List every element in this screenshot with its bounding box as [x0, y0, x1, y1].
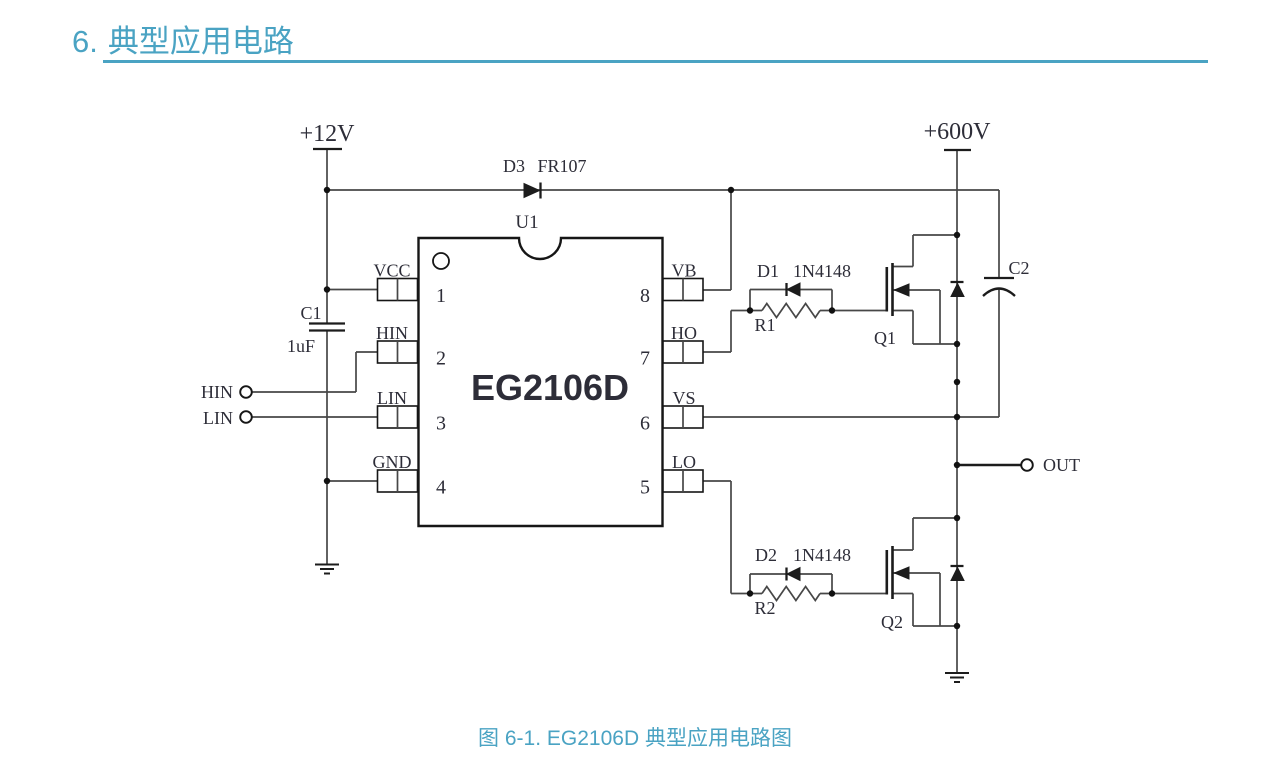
junction-dots: [323, 186, 961, 630]
pin-name-gnd: GND: [373, 452, 412, 472]
d2-value-label: 1N4148: [793, 545, 851, 565]
q2-ref-label: Q2: [881, 612, 903, 632]
mosfet-q1-symbol: [885, 263, 910, 316]
diode-d2-triangle: [785, 566, 801, 582]
pin-name-lo: LO: [672, 452, 696, 472]
r2-ref-label: R2: [754, 598, 775, 618]
pin-number-8: 8: [640, 285, 650, 307]
u1-ref-label: U1: [515, 212, 538, 233]
q1-body-diode-triangle: [950, 282, 965, 297]
pin-number-2: 2: [436, 348, 446, 370]
lin-terminal-circle: [239, 410, 253, 424]
pin1-indicator-circle: [432, 252, 450, 270]
d3-value-label: FR107: [537, 156, 586, 176]
section-title-text: 典型应用电路: [107, 24, 294, 59]
out-terminal-label: OUT: [1043, 455, 1080, 475]
d3-ref-label: D3: [503, 156, 525, 176]
diode-d3-triangle: [523, 182, 541, 199]
ground-symbol-left: [315, 563, 339, 575]
q1-ref-label: Q1: [874, 328, 896, 348]
c2-ref-label: C2: [1008, 258, 1029, 278]
d1-ref-label: D1: [757, 261, 779, 281]
r1-ref-label: R1: [754, 315, 775, 335]
pin-number-1: 1: [436, 285, 446, 307]
pin-number-3: 3: [436, 413, 446, 435]
section-number: 6.: [72, 24, 98, 59]
section-title: 6. 典型应用电路: [72, 26, 294, 58]
pin-name-vcc: VCC: [373, 261, 410, 281]
resistor-r1-zigzag: [761, 302, 821, 320]
c1-ref-label: C1: [300, 303, 321, 323]
q2-body-diode-triangle: [950, 566, 965, 581]
diode-d1-triangle: [785, 282, 801, 297]
figure-caption: 图 6-1. EG2106D 典型应用电路图: [478, 727, 792, 750]
d2-ref-label: D2: [755, 545, 777, 565]
pin-name-vs: VS: [672, 388, 695, 408]
mosfet-q2-symbol: [885, 546, 910, 599]
pin-name-hin: HIN: [376, 323, 408, 343]
pin-number-4: 4: [436, 477, 446, 499]
lin-terminal-label: LIN: [203, 408, 233, 428]
section-title-rule: [103, 60, 1208, 63]
pin-boxes: [376, 277, 704, 493]
ic-part-number: EG2106D: [471, 367, 629, 408]
pin-name-ho: HO: [671, 323, 697, 343]
vcc-rail-label: +12V: [300, 121, 356, 147]
capacitor-c2-curved-plate: [982, 287, 1016, 297]
pin-box-dividers: [396, 278, 684, 492]
d1-value-label: 1N4148: [793, 261, 851, 281]
ic-body: [417, 236, 664, 528]
hv-rail-label: +600V: [924, 119, 992, 145]
hin-terminal-label: HIN: [201, 382, 233, 402]
pin-name-lin: LIN: [377, 388, 407, 408]
c1-value-label: 1uF: [287, 336, 315, 356]
hin-terminal-circle: [239, 385, 253, 399]
pin-name-vb: VB: [671, 261, 696, 281]
pin-number-7: 7: [640, 348, 650, 370]
out-terminal-circle: [1020, 458, 1034, 472]
pin-number-5: 5: [640, 477, 650, 499]
resistor-r2-zigzag: [761, 585, 821, 603]
pin-number-6: 6: [640, 413, 650, 435]
ground-symbol-right: [945, 672, 969, 683]
